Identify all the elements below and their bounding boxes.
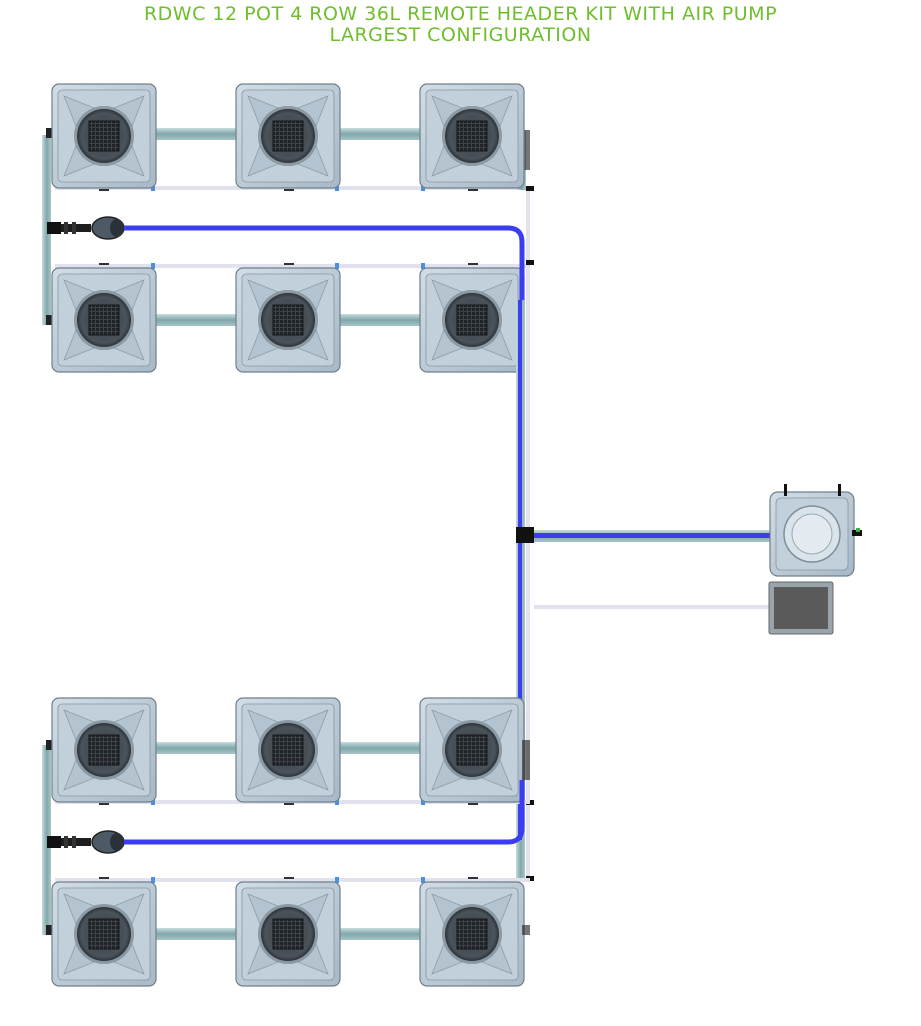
pot — [51, 881, 157, 987]
title-line-2: LARGEST CONFIGURATION — [329, 24, 592, 46]
left-vertical-pipe — [42, 745, 51, 935]
row-pipe — [150, 742, 242, 754]
pot — [235, 83, 341, 189]
air-connector-top — [47, 216, 125, 240]
air-line — [124, 780, 525, 845]
left-vertical-pipe — [42, 135, 51, 325]
air-connector-bottom — [47, 830, 125, 854]
pot — [51, 83, 157, 189]
pot — [51, 267, 157, 373]
air-line — [124, 225, 525, 300]
air-pump-panel — [768, 581, 834, 635]
pot — [419, 83, 525, 189]
return-line — [55, 264, 530, 268]
bottom-group — [42, 697, 530, 987]
pot — [419, 267, 525, 373]
reservoir-tank — [769, 484, 862, 577]
pot — [235, 697, 341, 803]
pot — [235, 881, 341, 987]
row-pipe — [334, 928, 426, 940]
pot — [51, 697, 157, 803]
pot — [419, 881, 525, 987]
row-pipe — [334, 314, 426, 326]
row-pipe — [150, 314, 242, 326]
row-pipe — [334, 742, 426, 754]
pump-lines — [534, 530, 770, 609]
top-group — [42, 83, 530, 373]
row-pipe — [150, 928, 242, 940]
return-line — [55, 878, 530, 882]
title-line-1: RDWC 12 POT 4 ROW 36L REMOTE HEADER KIT … — [143, 3, 778, 25]
pot — [235, 267, 341, 373]
title-block: RDWC 12 POT 4 ROW 36L REMOTE HEADER KIT … — [0, 0, 921, 46]
pot — [419, 697, 525, 803]
row-pipe — [334, 128, 426, 140]
row-pipe — [150, 128, 242, 140]
